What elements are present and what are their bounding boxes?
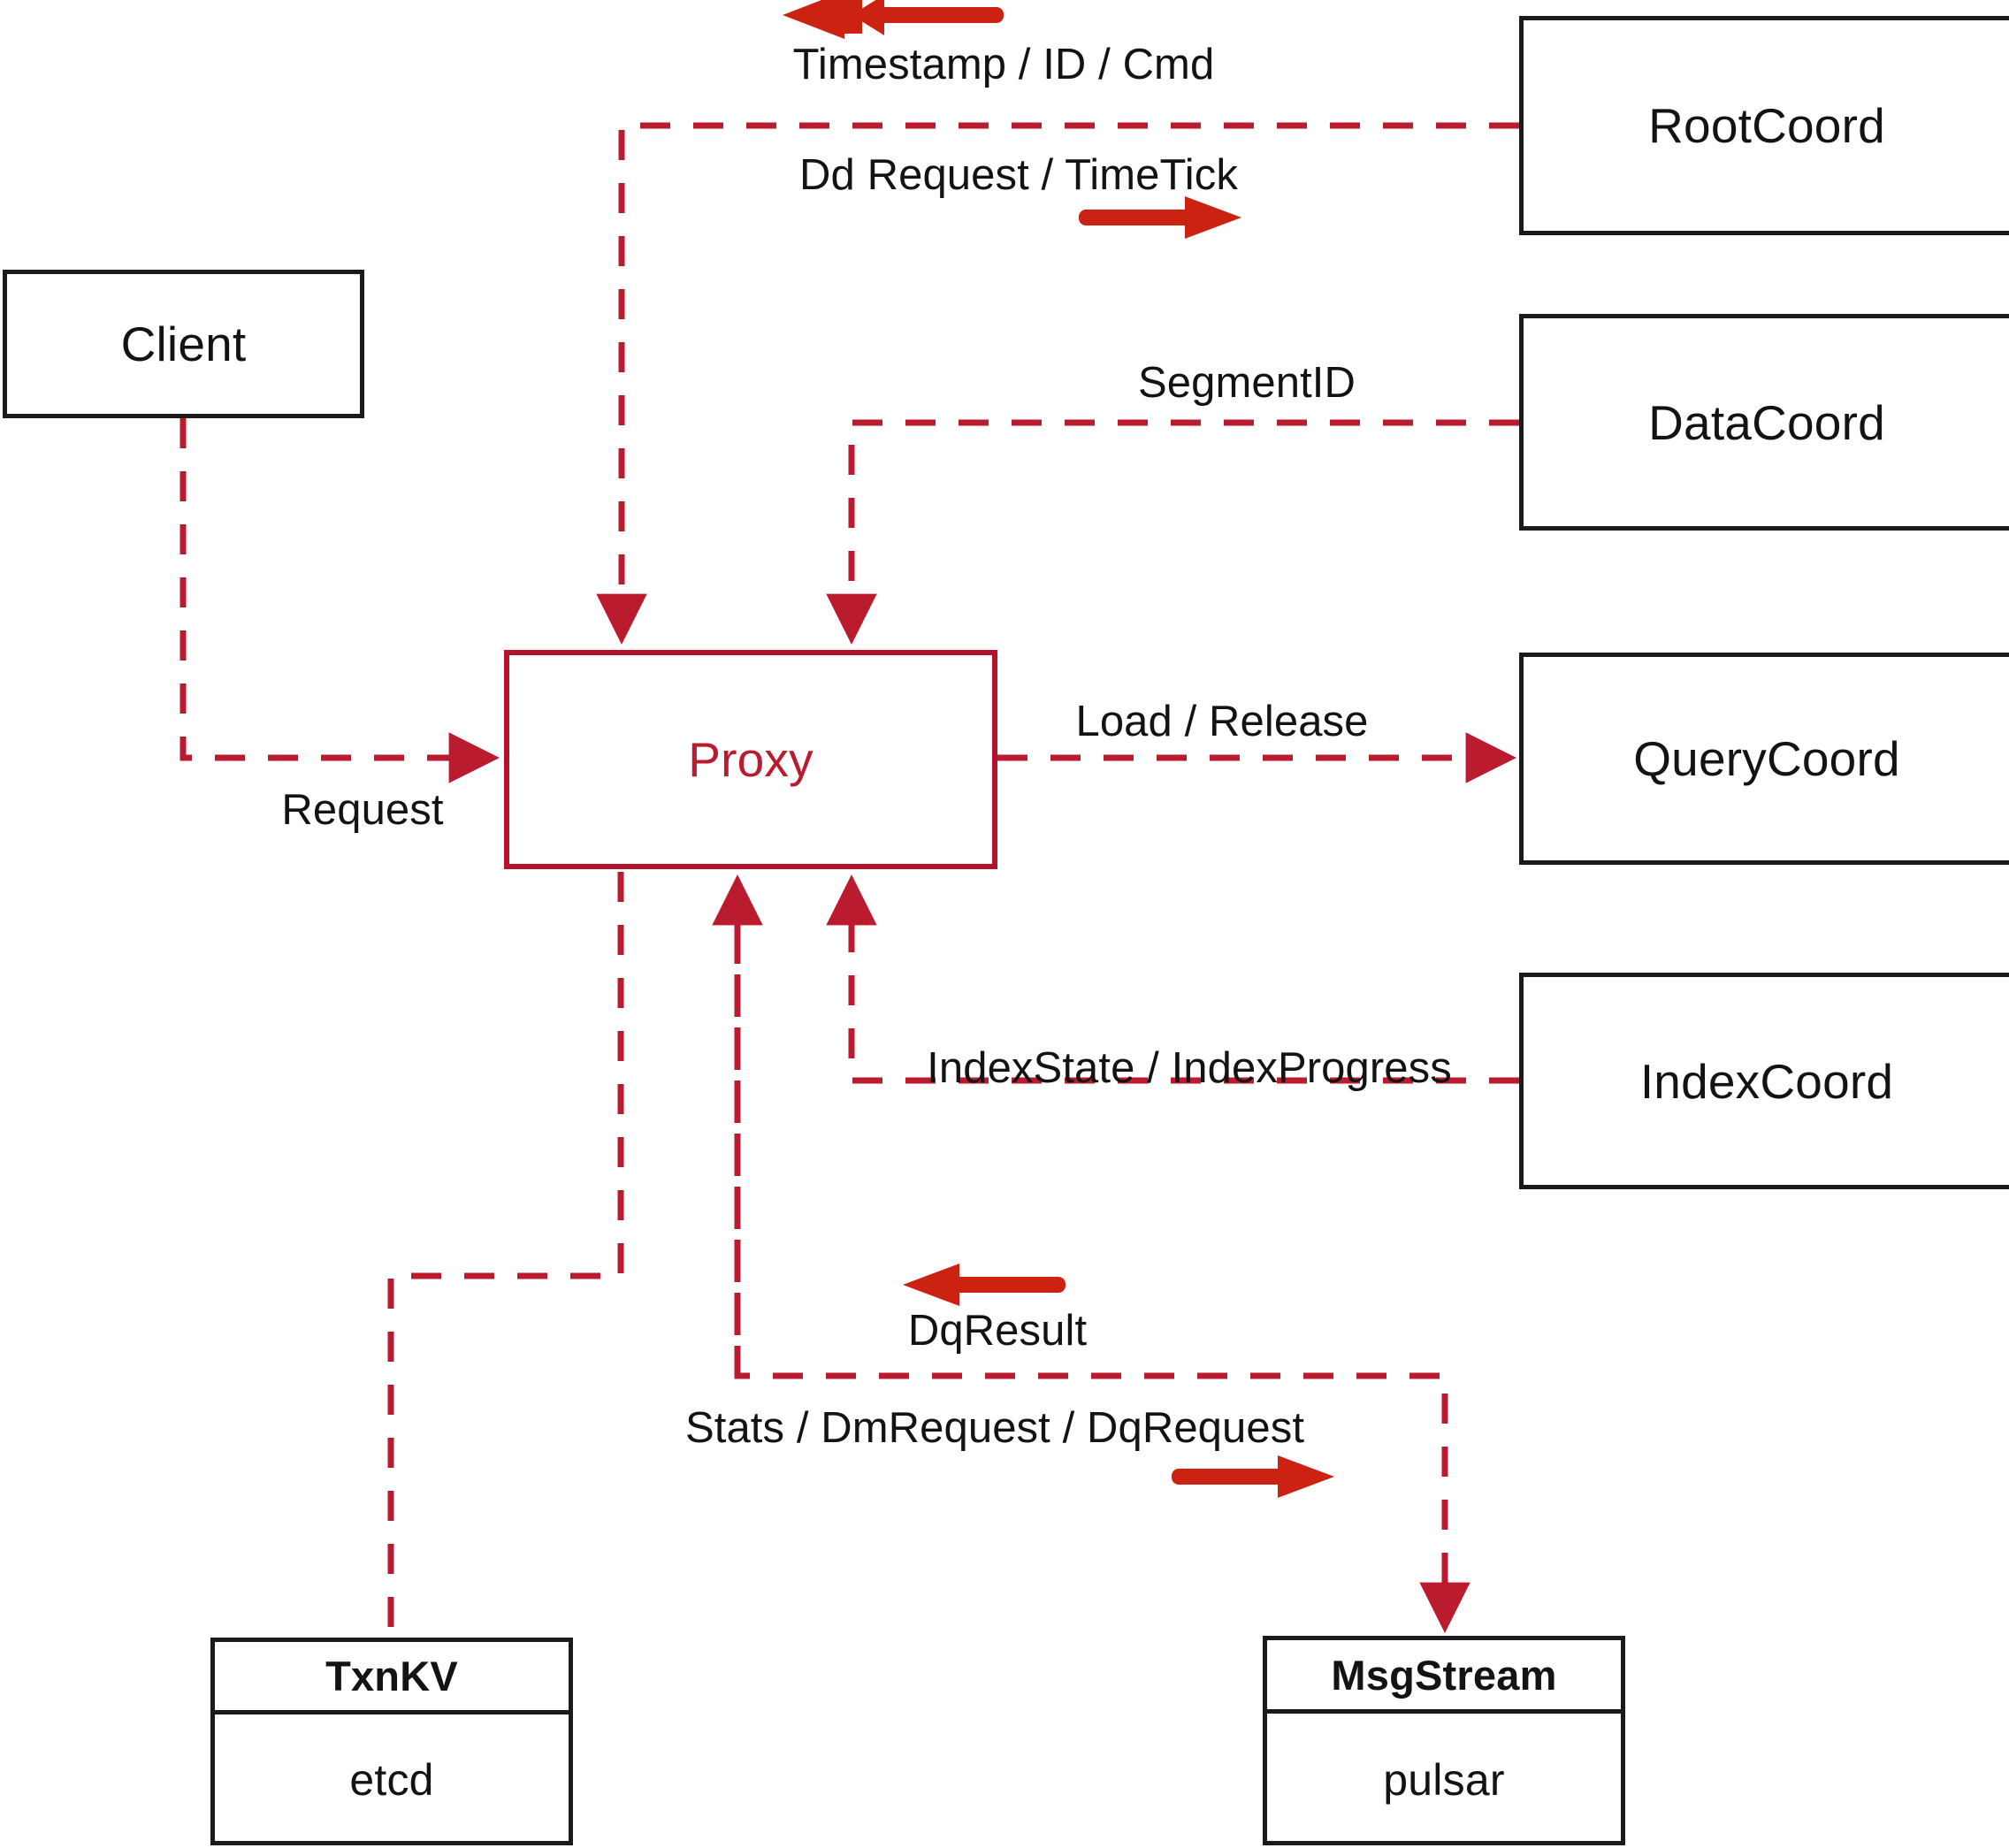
edge-datacoord-to-proxy — [826, 419, 1519, 645]
node-datacoord[interactable]: DataCoord — [1519, 314, 2009, 531]
edge-label-stats-dm-dq-request: Stats / DmRequest / DqRequest — [684, 1404, 1305, 1452]
edge-label-timestamp-id-cmd: Timestamp / ID / Cmd — [792, 41, 1215, 88]
direction-arrow-left-timestamp — [783, 0, 1004, 39]
node-txnkv[interactable]: TxnKV etcd — [210, 1638, 573, 1845]
direction-arrow-right-ddrequest — [1079, 196, 1241, 239]
node-msgstream[interactable]: MsgStream pulsar — [1263, 1636, 1625, 1845]
edge-label-dq-result: DqResult — [907, 1307, 1088, 1355]
node-msgstream-header: MsgStream — [1267, 1640, 1621, 1714]
node-indexcoord-label: IndexCoord — [1639, 1053, 1894, 1109]
edge-rootcoord-to-proxy — [596, 122, 1519, 645]
node-msgstream-body: pulsar — [1267, 1714, 1621, 1845]
edge-label-request: Request — [281, 786, 444, 834]
node-proxy[interactable]: Proxy — [504, 650, 997, 869]
edge-label-segment-id: SegmentID — [1137, 359, 1356, 407]
edge-label-load-release: Load / Release — [1075, 698, 1369, 745]
node-querycoord[interactable]: QueryCoord — [1519, 653, 2009, 865]
edge-label-dd-request-timetick: Dd Request / TimeTick — [799, 151, 1238, 199]
node-client[interactable]: Client — [3, 270, 364, 418]
node-txnkv-label: TxnKV — [325, 1653, 458, 1699]
node-txnkv-impl-label: etcd — [349, 1755, 434, 1805]
node-proxy-label: Proxy — [688, 732, 814, 787]
node-msgstream-impl-label: pulsar — [1383, 1754, 1505, 1805]
direction-arrow-right-stats — [1172, 1455, 1334, 1498]
node-client-label: Client — [120, 317, 247, 371]
node-msgstream-label: MsgStream — [1331, 1651, 1557, 1699]
node-rootcoord[interactable]: RootCoord — [1519, 16, 2009, 235]
edge-label-index-state-progress: IndexState / IndexProgress — [927, 1044, 1452, 1092]
edge-proxy-to-txnkv — [387, 872, 624, 1638]
direction-arrow-left-dqresult — [903, 1264, 1066, 1306]
node-txnkv-body: etcd — [215, 1714, 569, 1845]
edge-client-to-proxy — [180, 418, 500, 783]
node-rootcoord-label: RootCoord — [1648, 98, 1885, 153]
node-datacoord-label: DataCoord — [1648, 394, 1885, 450]
node-indexcoord[interactable]: IndexCoord — [1519, 973, 2009, 1189]
edge-proxy-msgstream — [734, 881, 1470, 1634]
node-txnkv-header: TxnKV — [215, 1642, 569, 1714]
node-querycoord-label: QueryCoord — [1633, 731, 1900, 786]
